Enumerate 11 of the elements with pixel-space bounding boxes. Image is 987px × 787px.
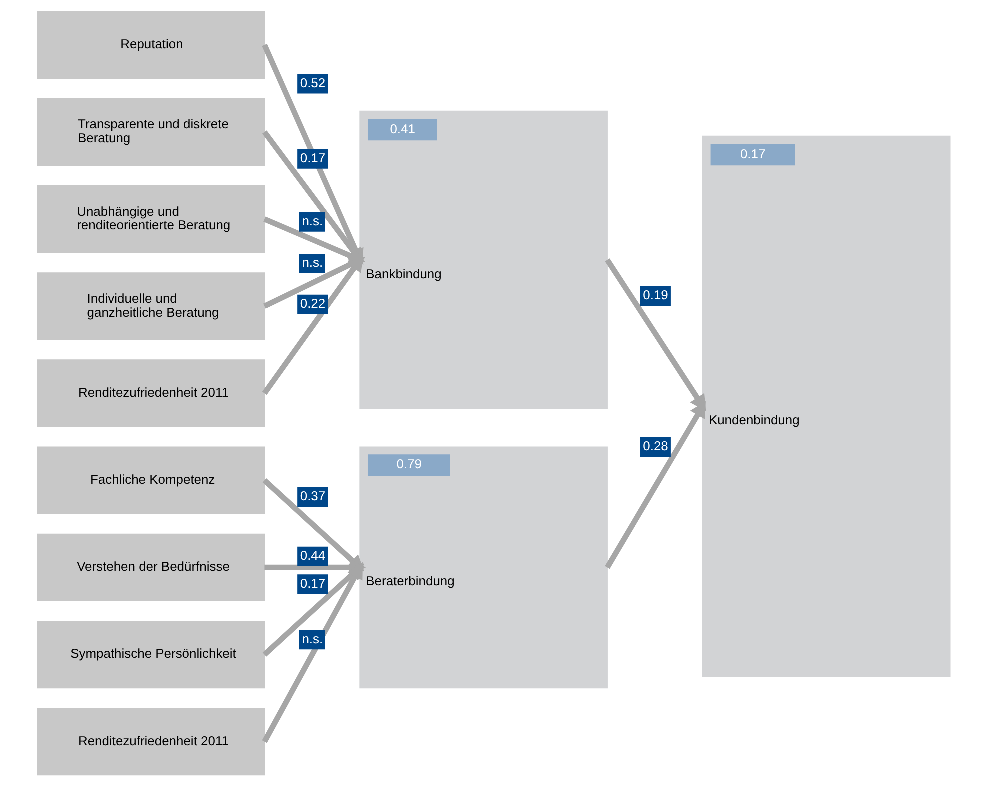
edge-label: n.s.: [302, 631, 323, 646]
edge-label: 0.17: [300, 150, 326, 166]
edge-label: 0.37: [300, 488, 326, 504]
edge-label: 0.52: [300, 75, 326, 90]
edge-label: 0.22: [300, 296, 326, 311]
edge-label: n.s.: [302, 214, 323, 229]
edge-label: 0.19: [642, 288, 668, 303]
edge-label: 0.44: [300, 548, 326, 563]
edge-label: n.s.: [302, 255, 323, 270]
edge-label: 0.17: [300, 576, 326, 591]
edge-label: 0.28: [642, 438, 668, 454]
